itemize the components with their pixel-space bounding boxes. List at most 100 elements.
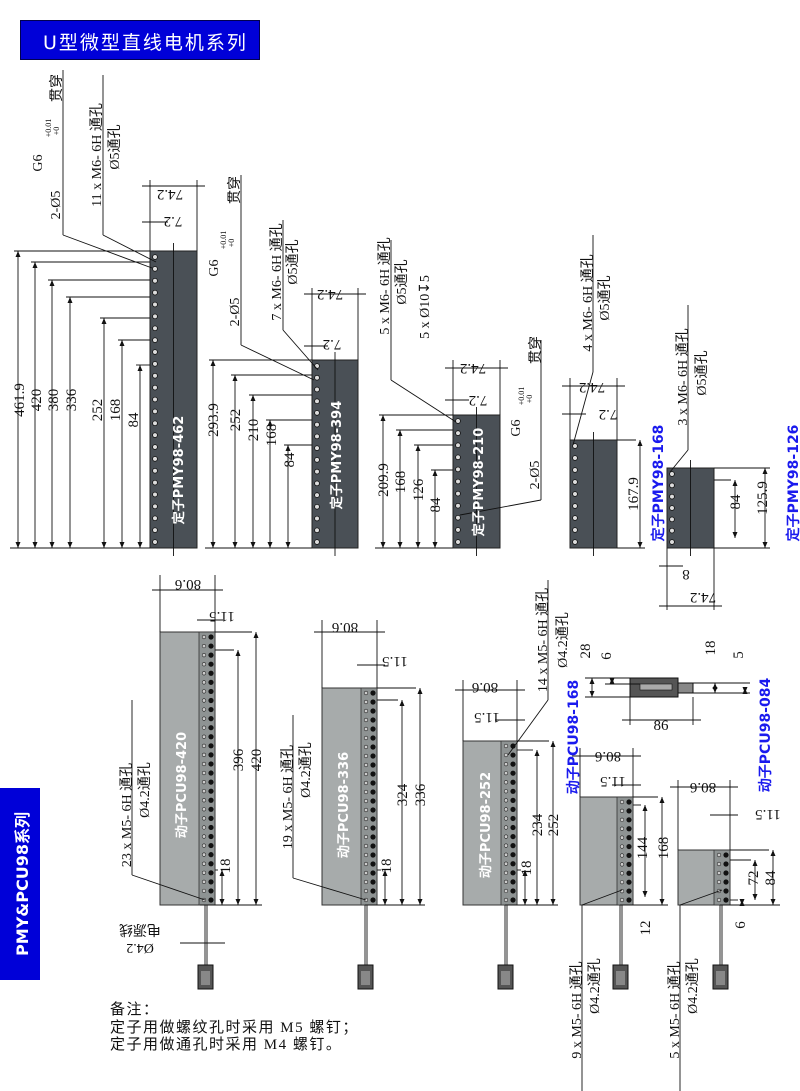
mounting-hole <box>503 897 509 903</box>
stator-model-label: 定子PMY98-462 <box>171 416 187 526</box>
mounting-hole <box>208 806 214 812</box>
thread-note: 23 x M5- 6H 通孔 <box>119 763 135 867</box>
mounting-hole <box>510 843 516 849</box>
mounting-hole <box>510 897 516 903</box>
mounting-hole <box>669 493 675 500</box>
dimension-arrow <box>432 542 438 548</box>
mounting-hole <box>208 779 214 785</box>
mounting-hole <box>626 852 632 859</box>
dimension-arrow <box>522 899 528 905</box>
dimension-arrow <box>659 797 665 803</box>
dimension-label: 336 <box>413 783 429 806</box>
series-side-label: PMY&PCU98系列 <box>13 812 32 956</box>
mounting-hole <box>455 478 461 485</box>
mounting-hole <box>619 862 625 867</box>
mounting-hole <box>208 725 214 731</box>
mounting-hole <box>201 816 207 821</box>
dimension-arrow <box>712 687 718 693</box>
dimension-label: 144 <box>635 836 651 859</box>
dimension-arrow <box>415 445 421 451</box>
dimension-arrow <box>417 688 423 694</box>
dimension-arrow <box>382 870 388 876</box>
dimension-arrow <box>770 850 776 856</box>
remark-line: 定子用做通孔时采用 M4 螺钉。 <box>110 1036 342 1053</box>
cable-label: 电源线 <box>119 921 161 937</box>
leader-line <box>507 699 549 756</box>
dimension-label: 293.9 <box>206 403 222 437</box>
mounting-hole <box>370 771 376 777</box>
thread-note: 14 x M5- 6H 通孔 <box>535 588 551 692</box>
dimension-label: 84 <box>126 412 142 428</box>
dimension-arrow <box>219 870 225 876</box>
dimension-arrow <box>589 691 595 697</box>
thread-note: 5 x M6- 6H 通孔 <box>377 237 393 334</box>
dimension-label: 74.2 <box>317 286 343 302</box>
dimension-label: 80.6 <box>174 576 201 592</box>
dimension-arrow <box>67 297 73 303</box>
mounting-hole <box>626 843 632 850</box>
note-label: 2-Ø5 <box>49 191 64 220</box>
mounting-hole <box>152 349 158 355</box>
mounting-hole <box>503 861 509 866</box>
dimension-label: 28 <box>578 644 594 659</box>
mounting-hole <box>626 817 632 823</box>
mounting-hole <box>619 826 625 831</box>
dimension-label: 252 <box>546 814 562 837</box>
dimension-label: 84 <box>728 494 744 510</box>
dimension-arrow <box>415 542 421 548</box>
mounting-hole <box>208 652 214 658</box>
mounting-hole <box>572 527 578 533</box>
mounting-hole <box>152 384 158 391</box>
mounting-hole <box>723 852 729 858</box>
mounting-hole <box>370 879 376 885</box>
mounting-hole <box>572 443 578 449</box>
mounting-hole <box>201 834 207 839</box>
mounting-hole <box>208 788 214 794</box>
mounting-hole <box>503 798 509 803</box>
mounting-hole <box>208 852 214 858</box>
note-label: 贯穿 <box>528 336 544 364</box>
mounting-hole <box>669 505 675 511</box>
mounting-hole <box>669 482 675 489</box>
dimension-arrow <box>659 899 665 905</box>
mounting-hole <box>363 735 369 741</box>
mounting-hole <box>314 457 320 463</box>
mounting-hole <box>363 816 369 822</box>
dimension-arrow <box>210 360 216 366</box>
leader-line <box>102 234 157 263</box>
mounting-hole <box>152 467 158 474</box>
dimension-arrow <box>752 894 758 900</box>
side-view-tail <box>677 682 694 694</box>
dimension-label: 7.2 <box>469 392 488 408</box>
dimension-label: 252 <box>228 409 244 432</box>
connector-pins <box>716 971 725 985</box>
thread-note: 9 x M5- 6H 通孔 <box>569 961 585 1058</box>
dimension-label: 74.2 <box>157 186 183 202</box>
mounting-hole <box>370 762 376 768</box>
mounting-hole <box>455 454 461 461</box>
note-label: 2-Ø5 <box>228 298 243 327</box>
mounting-hole <box>370 699 376 705</box>
mounting-hole <box>201 662 207 667</box>
dimension-arrow <box>267 542 273 548</box>
mounting-hole <box>208 870 214 876</box>
dimension-arrow <box>210 542 216 548</box>
mounting-hole <box>455 490 461 497</box>
mounting-hole <box>208 897 214 903</box>
mounting-hole <box>363 708 369 714</box>
mover-magnet-strip <box>713 849 731 906</box>
dimension-label: 84 <box>763 870 779 886</box>
mounting-hole <box>314 515 320 522</box>
dimension-arrow <box>637 542 643 548</box>
mounting-hole <box>208 643 214 649</box>
mounting-hole <box>503 752 509 758</box>
dimension-label: 126 <box>411 478 427 501</box>
stator-model-label: 定子PMY98-210 <box>471 428 487 538</box>
leader-line <box>282 329 319 371</box>
mounting-hole <box>152 432 158 438</box>
mounting-hole <box>152 444 158 450</box>
thread-note: 3 x M6- 6H 通孔 <box>675 328 691 425</box>
dimension-arrow <box>119 340 125 346</box>
mounting-hole <box>314 527 320 534</box>
mounting-hole <box>572 467 578 473</box>
